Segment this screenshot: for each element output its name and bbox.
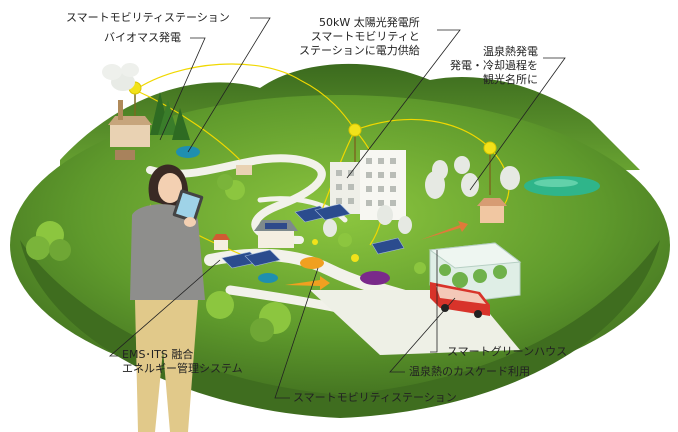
steam-plumes — [323, 156, 520, 237]
arrows — [285, 221, 468, 290]
label-cascade: 温泉熱のカスケード利用 — [409, 365, 530, 378]
label-station-bottom: スマートモビリティステーション — [293, 391, 457, 404]
label-biomass: バイオマス発電 — [104, 31, 181, 44]
label-greenhouse: スマートグリーンハウス — [447, 345, 568, 358]
label-geothermal: 温泉熱発電 発電・冷却過程を 観光名所に — [450, 45, 538, 86]
pond — [524, 176, 600, 196]
label-solar-plant: 50kW 太陽光発電所 スマートモビリティと ステーションに電力供給 — [299, 16, 420, 57]
biomass-plant — [102, 63, 190, 160]
person-with-tablet — [130, 164, 205, 432]
main-hill — [10, 95, 670, 418]
leader-lines — [108, 17, 566, 399]
label-station-top: スマートモビリティステーション — [66, 11, 230, 24]
solar-panels — [221, 203, 405, 269]
label-ems: EMS･ITS 融合 エネルギー管理システム — [122, 348, 243, 375]
trees — [26, 174, 426, 342]
bus — [430, 282, 490, 318]
houses — [212, 165, 507, 250]
